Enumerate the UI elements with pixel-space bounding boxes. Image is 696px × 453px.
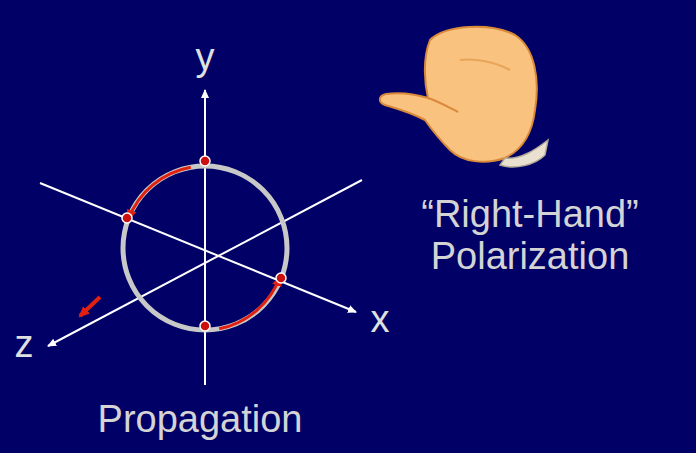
axis-label: x bbox=[350, 299, 410, 341]
x-axis bbox=[40, 183, 356, 312]
right-hand-icon bbox=[380, 27, 548, 167]
axis-label: z bbox=[4, 324, 44, 366]
rotation-arrow bbox=[129, 167, 191, 219]
z-axis bbox=[48, 180, 362, 346]
caption-text: Propagation bbox=[40, 399, 360, 441]
axis-label: y bbox=[175, 37, 235, 79]
polarization-circle bbox=[123, 166, 287, 330]
propagation-arrow bbox=[80, 297, 100, 316]
title-text: “Right-Hand” Polarization bbox=[385, 194, 675, 278]
y-axis bbox=[204, 90, 206, 385]
rotation-arrow bbox=[219, 277, 280, 329]
field-points bbox=[122, 156, 286, 331]
